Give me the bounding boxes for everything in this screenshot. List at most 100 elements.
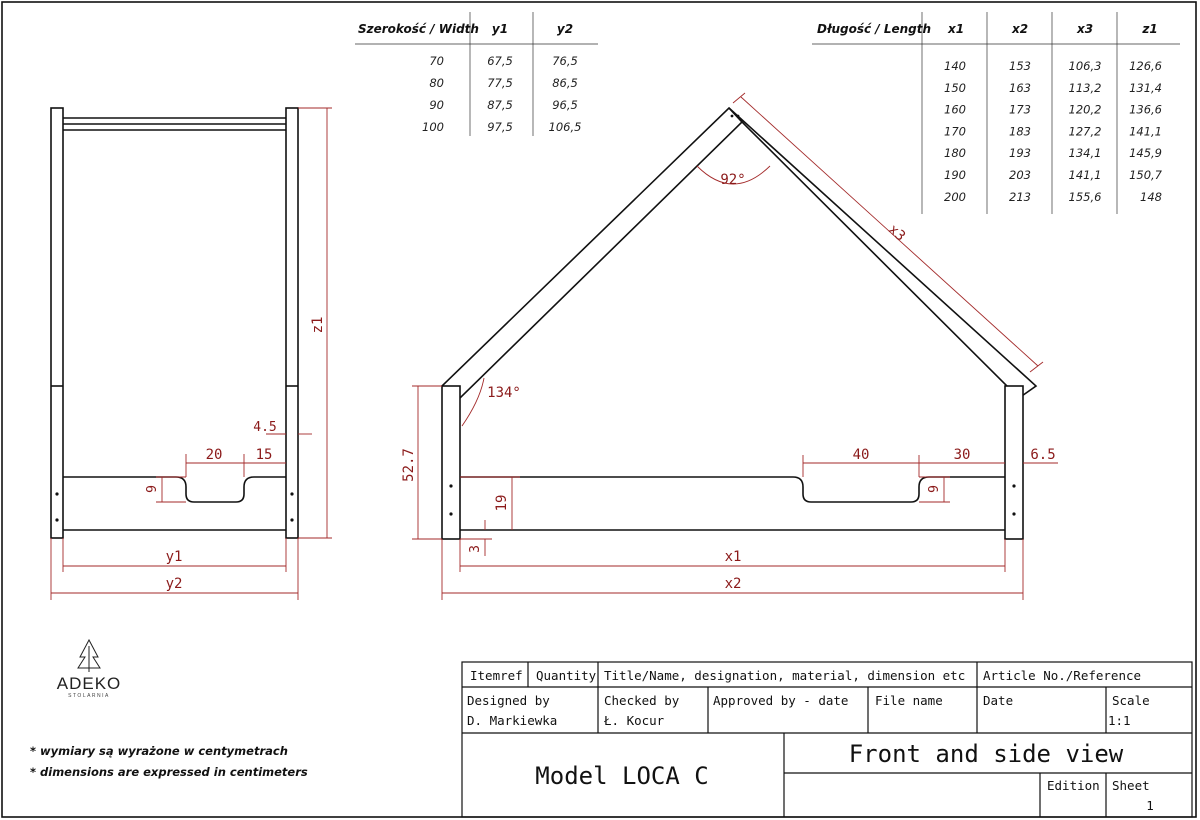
dim-x1-label: x1 xyxy=(725,549,742,565)
dim-x3-label: x3 xyxy=(885,221,908,244)
front-board-top-edge xyxy=(460,476,1005,503)
width-table-cell: 96,5 xyxy=(552,98,578,112)
left-post xyxy=(50,107,64,539)
side-view: z1 4.5 20 15 9 y1 y2 xyxy=(50,107,332,600)
length-table-cell: 141,1 xyxy=(1129,124,1162,138)
dim-30-label: 30 xyxy=(954,447,971,463)
note-polish: * wymiary są wyrażone w centymetrach xyxy=(30,744,288,758)
front-right-post xyxy=(1004,385,1024,540)
tb-article: Article No./Reference xyxy=(983,668,1141,683)
width-table: Szerokość / Width y1 y2 70 67,5 76,5 80 77,5… xyxy=(355,12,598,136)
length-table-cell: 180 xyxy=(944,146,966,160)
width-table-cell: 90 xyxy=(429,98,444,112)
length-table-header: x3 xyxy=(1076,22,1093,36)
tb-scale-label: Scale xyxy=(1112,693,1150,708)
width-table-cell: 77,5 xyxy=(487,76,513,90)
tb-designed-by: D. Markiewka xyxy=(467,713,557,728)
dim-45-label: 4.5 xyxy=(253,420,276,435)
length-table-cell: 170 xyxy=(944,124,966,138)
length-table-cell: 113,2 xyxy=(1069,81,1102,95)
tb-model: Model LOCA C xyxy=(535,762,708,790)
length-table-cell: 200 xyxy=(944,190,966,204)
tb-itemref: Itemref xyxy=(470,668,523,683)
left-roof-beam xyxy=(440,106,744,400)
length-table-cell: 213 xyxy=(1009,190,1031,204)
screw-dot xyxy=(449,484,453,488)
note-english: * dimensions are expressed in centimeter… xyxy=(30,765,308,779)
front-left-post xyxy=(441,385,461,540)
length-table-cell: 153 xyxy=(1009,59,1031,73)
width-table-cell: 100 xyxy=(422,120,444,134)
length-table-cell: 131,4 xyxy=(1129,81,1162,95)
tb-checked-by: Ł. Kocur xyxy=(603,713,665,728)
width-table-cell: 76,5 xyxy=(552,54,578,68)
width-table-header: y1 xyxy=(492,22,508,36)
length-table-cell: 193 xyxy=(1009,146,1031,160)
dim-19-label: 19 xyxy=(494,495,510,512)
right-roof-beam xyxy=(728,107,1038,400)
dim-15-label: 15 xyxy=(256,447,273,463)
logo-sub: STOLARNIA xyxy=(68,693,110,699)
length-table-header: Długość / Length xyxy=(817,22,931,36)
length-table-cell: 150,7 xyxy=(1129,168,1163,182)
length-table-cell: 127,2 xyxy=(1069,124,1102,138)
length-table-header: x2 xyxy=(1011,22,1028,36)
dim-20-label: 20 xyxy=(206,447,223,463)
dim-9-front-label: 9 xyxy=(927,485,942,493)
dim-40-label: 40 xyxy=(853,447,870,463)
tb-sheet: 1 xyxy=(1146,798,1154,813)
width-table-cell: 67,5 xyxy=(487,54,513,68)
length-table-cell: 148 xyxy=(1140,190,1162,204)
length-table-cell: 120,2 xyxy=(1069,103,1102,117)
screw-dot xyxy=(1012,512,1016,516)
length-table-cell: 145,9 xyxy=(1129,146,1162,160)
width-table-cell: 97,5 xyxy=(487,120,513,134)
angle-arc-top xyxy=(696,165,771,185)
tb-approved-label: Approved by - date xyxy=(713,693,848,708)
screw-dot xyxy=(55,518,59,522)
length-table-cell: 140 xyxy=(944,59,966,73)
front-dimensions: 92° 134° x3 52.7 19 3 xyxy=(401,92,1058,600)
tb-designed-by-label: Designed by xyxy=(467,693,550,708)
width-table-cell: 106,5 xyxy=(549,120,582,134)
screw-dot xyxy=(290,518,294,522)
tb-date-label: Date xyxy=(983,693,1013,708)
dim-527-label: 52.7 xyxy=(401,448,417,482)
length-table-cell: 141,1 xyxy=(1069,168,1102,182)
dim-y2-label: y2 xyxy=(166,576,183,592)
length-table-header: x1 xyxy=(947,22,964,36)
length-table-cell: 190 xyxy=(944,168,966,182)
front-view: 92° 134° x3 52.7 19 3 xyxy=(401,92,1058,600)
length-table-cell: 183 xyxy=(1009,124,1031,138)
tb-view: Front and side view xyxy=(849,740,1124,768)
roof-peak-dot xyxy=(730,114,734,118)
angle-arc-left xyxy=(461,377,485,427)
dim-3-label: 3 xyxy=(468,545,483,553)
tb-quantity: Quantity xyxy=(536,668,597,683)
title-block-frame xyxy=(461,661,1193,818)
tree-icon xyxy=(77,638,101,672)
width-table-cell: 86,5 xyxy=(552,76,578,90)
width-table-header: y2 xyxy=(557,22,573,36)
side-board-top-edge xyxy=(63,476,286,503)
angle-top-label: 92° xyxy=(720,172,745,188)
dim-9-label: 9 xyxy=(145,485,160,493)
length-table-cell: 173 xyxy=(1009,103,1031,117)
length-table-cell: 163 xyxy=(1009,81,1031,95)
width-table-cell: 87,5 xyxy=(487,98,513,112)
screw-dot xyxy=(449,512,453,516)
width-table-cell: 70 xyxy=(429,54,444,68)
dim-x2-label: x2 xyxy=(725,576,742,592)
length-table-cell: 134,1 xyxy=(1069,146,1102,160)
screw-dot xyxy=(290,492,294,496)
title-block: Itemref Quantity Title/Name, designation… xyxy=(461,661,1193,818)
logo-name: ADEKO xyxy=(57,674,122,693)
width-table-cell: 80 xyxy=(429,76,444,90)
angle-left-label: 134° xyxy=(487,385,521,401)
width-table-header: Szerokość / Width xyxy=(358,22,479,36)
dim-65-label: 6.5 xyxy=(1030,447,1055,463)
dim-y1-label: y1 xyxy=(166,549,183,565)
